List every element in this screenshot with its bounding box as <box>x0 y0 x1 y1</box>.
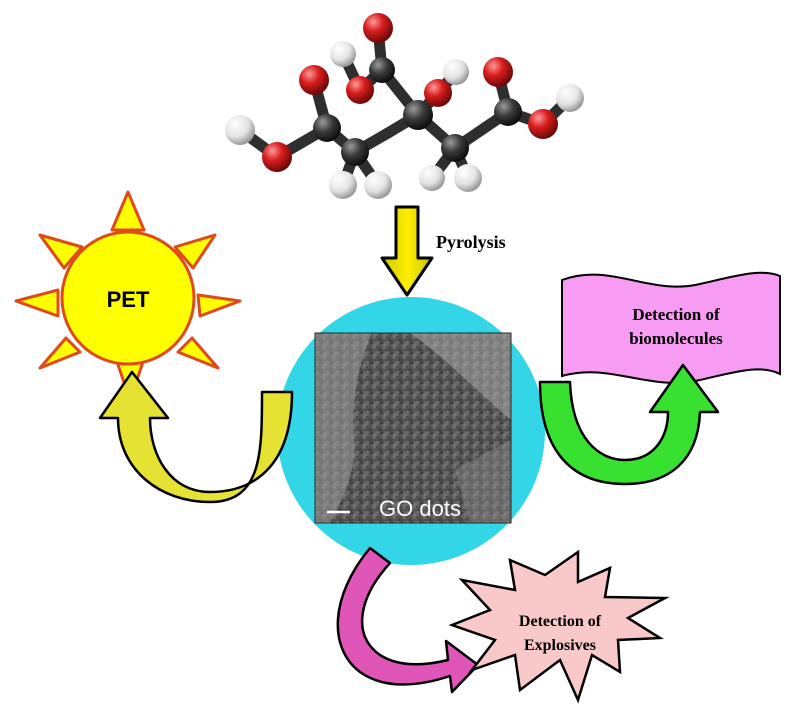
wavy-banner-icon <box>561 271 781 384</box>
go-dots-label: GO dots <box>379 496 461 521</box>
arrow-to-biomolecules <box>538 363 720 486</box>
explosives-label-line1: Detection of <box>519 613 602 630</box>
explosives-label-line2: Explosives <box>524 637 596 654</box>
tem-micrograph-image <box>314 332 512 524</box>
biomolecules-label-line1: Detection of <box>632 305 720 324</box>
citric-acid-molecule-icon <box>225 13 584 199</box>
sun-icon <box>14 190 242 402</box>
starburst-icon <box>448 549 670 704</box>
arrow-to-pet <box>98 370 294 504</box>
pyrolysis-arrow <box>380 205 434 297</box>
pyrolysis-label: Pyrolysis <box>436 232 506 252</box>
pet-label: PET <box>107 287 150 312</box>
arrow-to-explosives <box>336 546 480 694</box>
biomolecules-label-line2: biomolecules <box>629 329 723 348</box>
